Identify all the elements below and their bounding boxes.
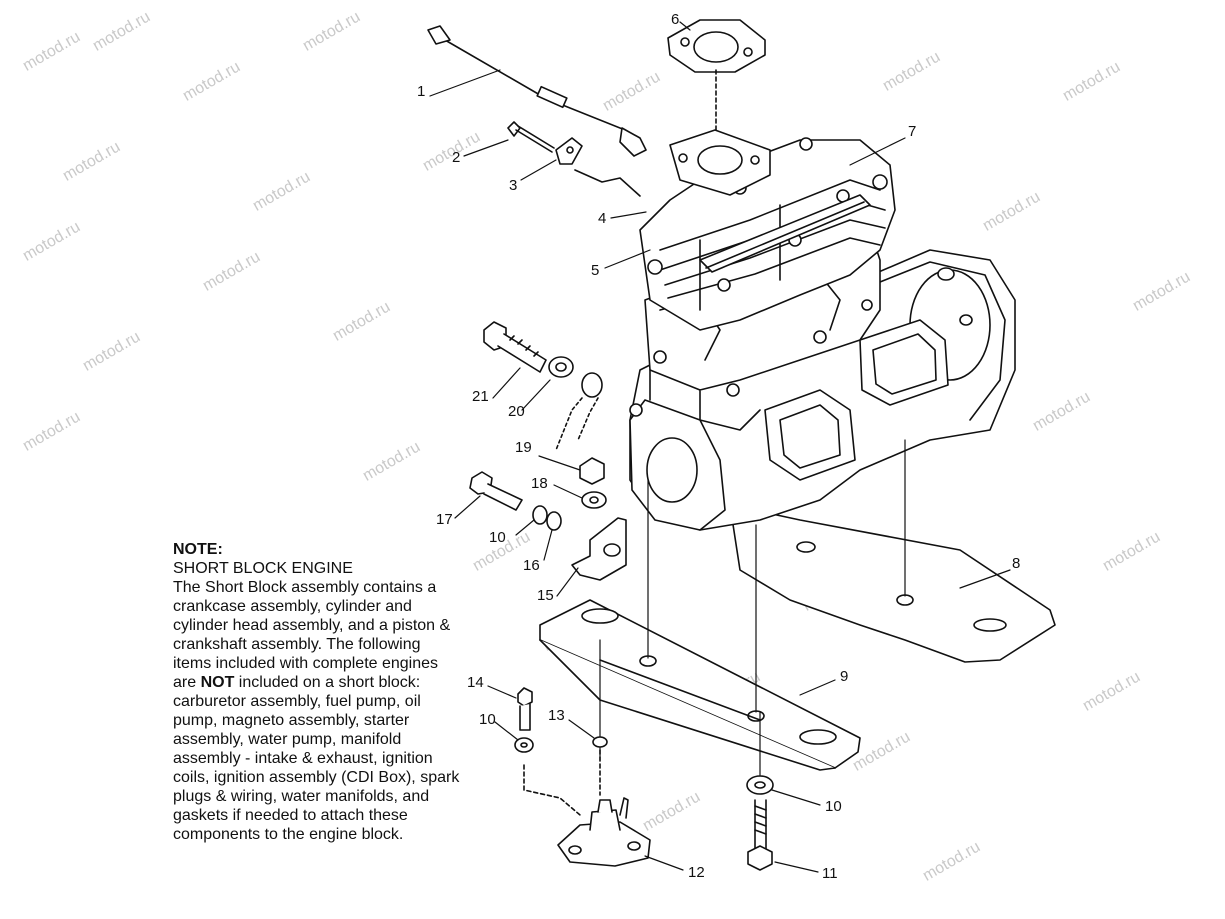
- note-emphasis: NOT: [200, 674, 235, 691]
- note-body-text-cont: included on a short block: carburetor as…: [173, 674, 460, 843]
- callout-7: 7: [908, 123, 917, 140]
- lock-washer: [532, 505, 562, 531]
- callout-19: 19: [515, 439, 532, 456]
- clip-leader: [574, 169, 641, 197]
- exhaust-gasket: [667, 19, 766, 73]
- callout-10: 10: [825, 798, 842, 815]
- callout-5: 5: [591, 262, 600, 279]
- reed-block: [764, 319, 949, 481]
- mount-bolt: [469, 471, 523, 511]
- callout-21: 21: [472, 388, 489, 405]
- mount-bracket: [571, 517, 627, 581]
- callout-13: 13: [548, 707, 565, 724]
- hex-bolt: [747, 799, 773, 871]
- leader-lines: [429, 21, 1011, 873]
- callout-16: 16: [523, 557, 540, 574]
- callout-10: 10: [489, 529, 506, 546]
- callout-1: 1: [417, 83, 426, 100]
- callout-10: 10: [479, 711, 496, 728]
- callout-18: 18: [531, 475, 548, 492]
- rubber-mount: [557, 797, 651, 867]
- alignment-lines: [599, 439, 906, 776]
- callout-3: 3: [509, 177, 518, 194]
- callout-9: 9: [840, 668, 849, 685]
- engine-plate: [539, 599, 861, 771]
- callout-8: 8: [1012, 555, 1021, 572]
- water-jacket-cover: [699, 194, 871, 273]
- flat-washer: [581, 491, 607, 509]
- note-body-text: The Short Block assembly contains a cran…: [173, 579, 451, 691]
- callout-17: 17: [436, 511, 453, 528]
- bolt-leader: [523, 764, 581, 816]
- note-title: NOTE:: [173, 541, 223, 558]
- note-body: The Short Block assembly contains a cran…: [173, 578, 463, 844]
- cable: [427, 25, 647, 157]
- nut: [579, 457, 605, 485]
- note-subtitle: SHORT BLOCK ENGINE: [173, 560, 353, 577]
- callout-4: 4: [598, 210, 607, 227]
- motor-mount-bracket: [729, 504, 1056, 663]
- callout-14: 14: [467, 674, 484, 691]
- callout-20: 20: [508, 403, 525, 420]
- ground-wire-terminal: [555, 372, 603, 451]
- callout-6: 6: [671, 11, 680, 28]
- washer-left: [514, 737, 534, 753]
- long-bolt: [483, 321, 547, 373]
- callout-2: 2: [452, 149, 461, 166]
- callout-15: 15: [537, 587, 554, 604]
- small-washer: [592, 736, 608, 748]
- short-block-note: NOTE: SHORT BLOCK ENGINE The Short Block…: [173, 540, 463, 844]
- bolt: [517, 687, 533, 731]
- ground-clip: [555, 137, 583, 165]
- washer-right: [746, 775, 774, 795]
- exhaust-port-flange: [669, 129, 771, 196]
- pto-flange: [629, 399, 726, 531]
- callout-12: 12: [688, 864, 705, 881]
- screw: [507, 121, 555, 153]
- callout-11: 11: [822, 865, 838, 882]
- washer: [548, 356, 574, 378]
